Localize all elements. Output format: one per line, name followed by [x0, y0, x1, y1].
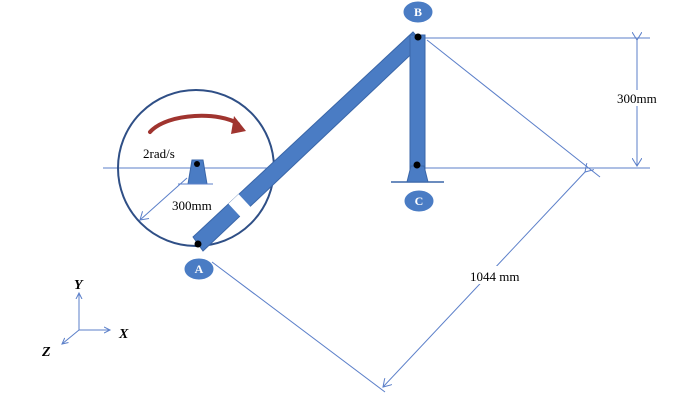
angular-velocity-label: 2rad/s: [143, 146, 175, 161]
crank-pivot-icon: [187, 159, 208, 185]
svg-text:B: B: [414, 5, 422, 19]
joint-badge-b: B: [402, 0, 434, 24]
pin-b: [414, 33, 422, 41]
svg-text:C: C: [415, 194, 424, 208]
pin-a: [194, 240, 202, 248]
link-ab: [192, 31, 424, 252]
pin-c: [413, 161, 421, 169]
link-bc: [409, 34, 426, 171]
extension-line-b: [426, 39, 601, 178]
joint-badge-c: C: [403, 189, 435, 213]
crank-radius-line: [140, 177, 188, 220]
curved-arrow-icon: [148, 113, 246, 134]
diagonal-dimension-label: 1044 mm: [470, 269, 519, 284]
vertical-dimension-label: 300mm: [617, 91, 657, 106]
coordinate-axes-icon: [62, 293, 110, 344]
axis-y-label: Y: [74, 278, 84, 293]
svg-text:A: A: [195, 262, 204, 276]
joint-badge-a: A: [183, 257, 215, 281]
crank-radius-label: 300mm: [172, 198, 212, 213]
axis-x-label: X: [118, 327, 129, 342]
extension-line-a: [211, 261, 386, 393]
axis-z-label: Z: [41, 345, 51, 360]
